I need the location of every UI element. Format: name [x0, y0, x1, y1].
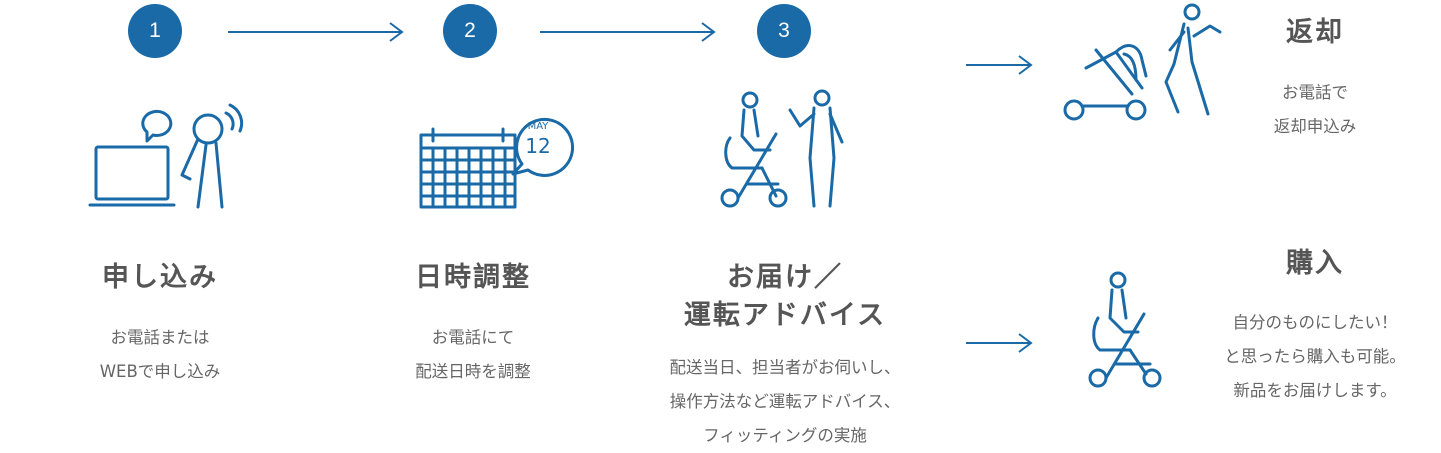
step-3-description: 配送当日、担当者がお伺いし、 操作方法など運転アドバイス、 フィッティングの実施	[669, 358, 901, 445]
purchase-title: 購入	[1286, 248, 1344, 279]
calendar-month: MAY	[527, 121, 549, 132]
step-3-title: お届け／ 運転アドバイス	[683, 262, 887, 331]
purchase-description: 自分のものにしたい！ と思ったら購入も可能。 新品をお届けします。	[1224, 313, 1406, 400]
arrow-right-icon	[966, 333, 1033, 353]
return-description: お電話で 返却申込み	[1273, 83, 1357, 136]
step-2-badge: 2	[443, 4, 497, 58]
arrow-right-icon	[228, 22, 404, 42]
purchase-mobility-icon	[1088, 271, 1162, 388]
step-1-badge: 1	[128, 4, 182, 58]
mobility-advice-icon	[720, 89, 844, 208]
return-walking-icon	[1063, 3, 1222, 121]
step-2-title: 日時調整	[415, 262, 531, 293]
calendar-day: 12	[525, 134, 551, 158]
step-1-title: 申し込み	[102, 262, 218, 293]
return-title: 返却	[1286, 17, 1344, 48]
step-3-badge: 3	[757, 4, 811, 58]
step-2-description: お電話にて 配送日時を調整	[415, 328, 531, 381]
laptop-phone-icon	[88, 103, 244, 209]
arrow-right-icon	[966, 55, 1033, 75]
arrow-right-icon	[540, 22, 716, 42]
step-1-description: お電話または WEBで申し込み	[99, 328, 221, 381]
calendar-icon	[419, 117, 575, 209]
